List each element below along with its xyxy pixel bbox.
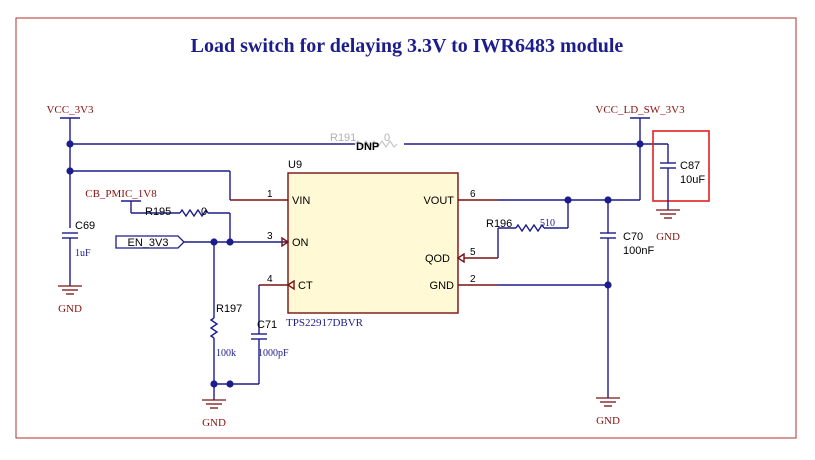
pin-4-name: CT <box>298 280 313 292</box>
c70-ref: C70 <box>623 231 643 243</box>
ic-u9-body <box>287 172 459 314</box>
gnd-label: GND <box>656 231 680 243</box>
net-label-vcc-ld-sw-3v3: VCC_LD_SW_3V3 <box>595 104 685 116</box>
u9-part-number: TPS22917DBVR <box>286 317 364 329</box>
c69-value: 1uF <box>75 248 91 259</box>
r195-ref: R195 <box>145 206 171 218</box>
pin-6-name: VOUT <box>423 195 454 207</box>
net-label-vcc-3v3: VCC_3V3 <box>46 104 94 116</box>
c87-value: 10uF <box>680 174 705 186</box>
schematic-title: Load switch for delaying 3.3V to IWR6483… <box>191 35 624 57</box>
pin-3-number: 3 <box>267 231 273 242</box>
gnd-label: GND <box>596 415 620 427</box>
r191-value: 0 <box>384 132 390 144</box>
port-en-3v3-label: EN_3V3 <box>128 237 169 249</box>
pin-5-name: QOD <box>425 253 450 265</box>
r196-value: 510 <box>540 218 555 229</box>
c87-ref: C87 <box>680 160 700 172</box>
c71-value: 1000pF <box>258 348 289 359</box>
gnd-label: GND <box>58 303 82 315</box>
r191-ref: R191 <box>330 132 356 144</box>
r197-value: 100k <box>216 348 236 359</box>
ground-symbol <box>656 209 680 219</box>
resistor-r191 <box>354 139 398 149</box>
c70-value: 100nF <box>623 245 654 257</box>
pin-3-name: ON <box>292 237 309 249</box>
junction-dot <box>66 140 74 148</box>
pin-4-arrow <box>286 279 295 291</box>
ground-symbol <box>202 399 226 409</box>
pin-5-arrow <box>456 252 465 264</box>
pin-2-name: GND <box>430 280 455 292</box>
pin-1-name: VIN <box>292 195 310 207</box>
resistor-r197 <box>209 317 219 339</box>
r195-value: 0 <box>201 206 207 218</box>
sheet-frame <box>15 17 797 439</box>
gnd-label: GND <box>202 417 226 429</box>
c87-highlight-box <box>652 130 710 202</box>
port-en-3v3 <box>115 235 185 249</box>
ground-symbol <box>596 397 620 407</box>
pin-1-number: 1 <box>267 189 273 200</box>
junction-dot <box>604 281 612 289</box>
pin-6-number: 6 <box>470 189 476 200</box>
pin-5-number: 5 <box>470 247 476 258</box>
ground-symbol <box>58 285 82 295</box>
resistor-r195 <box>179 208 209 218</box>
r191-dnp: DNP <box>356 141 379 153</box>
u9-ref: U9 <box>288 159 302 171</box>
pin-3-arrow <box>281 236 290 248</box>
r196-ref: R196 <box>486 218 512 230</box>
resistor-r196 <box>515 223 545 233</box>
pin-2-number: 2 <box>470 274 476 285</box>
c71-ref: C71 <box>257 319 277 331</box>
junction-dot <box>226 238 234 246</box>
net-label-cb-pmic-1v8: CB_PMIC_1V8 <box>85 188 157 200</box>
pin-4-number: 4 <box>267 274 273 285</box>
r197-ref: R197 <box>216 303 242 315</box>
c69-ref: C69 <box>75 220 95 232</box>
